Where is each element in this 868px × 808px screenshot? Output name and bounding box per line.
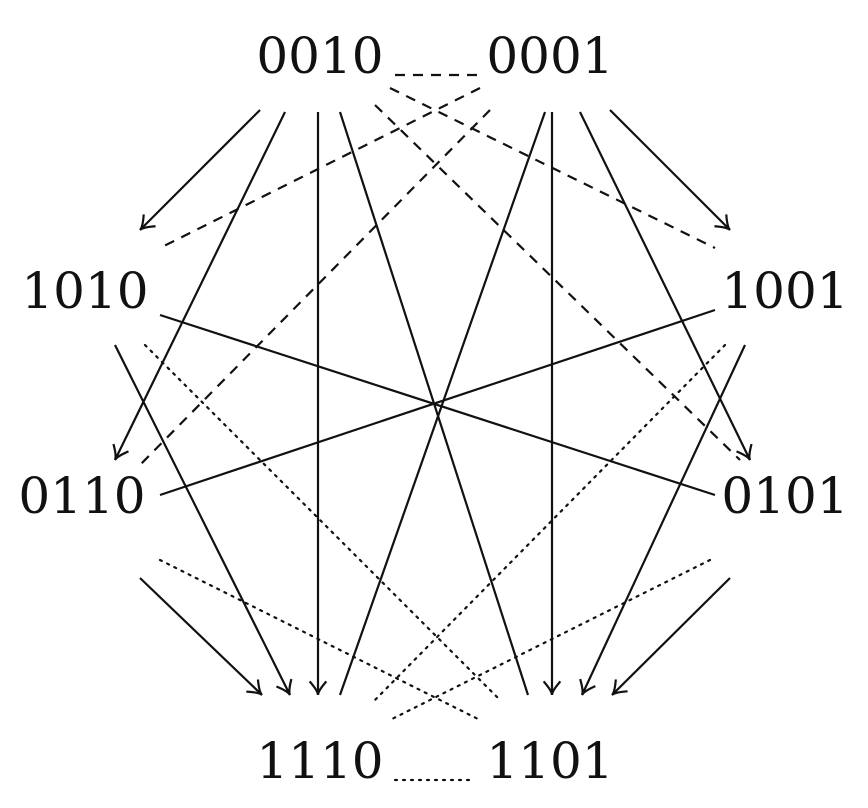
arrowhead-icon [714,214,731,231]
node-0101: 0101 [721,467,848,525]
node-1001: 1001 [721,262,848,320]
arrowhead-icon [308,680,328,696]
edge-1010-1110-solid [114,344,291,696]
edge-0001-1110-solid [338,111,547,696]
edge-0001-1010-dashed [159,87,481,249]
node-1110: 1110 [256,732,383,790]
arrowhead-icon [139,214,156,231]
edge-1010-0101-solid [159,313,716,497]
edges [112,73,753,782]
node-0001: 0001 [486,27,613,85]
node-0010: 0010 [256,27,383,85]
arrowhead-icon [579,678,596,696]
node-0110: 0110 [18,467,145,525]
arrowhead-icon [246,679,263,696]
edge-1010-1101-dotted [143,343,502,702]
edge-0010-1010-solid [139,109,261,231]
edge-0001-1001-solid [609,109,731,231]
arrowhead-icon [611,679,628,696]
arrowhead-icon [112,443,129,461]
arrowhead-icon [542,680,562,696]
arrowhead-icon [736,443,753,461]
edge-1001-1101-solid [581,344,746,696]
nodes: 0010 0001 1010 1001 0110 0101 1110 1101 [18,27,848,790]
edge-0110-1101-dotted [158,558,482,722]
arrowhead-icon [275,678,293,696]
node-1010: 1010 [21,262,148,320]
node-1101: 1101 [486,732,613,790]
edge-1001-0110-solid [159,308,716,497]
edge-1001-1110-dotted [373,343,727,702]
edge-0101-1110-dotted [388,558,712,722]
edge-0110-1110-solid [139,577,263,696]
edge-0101-1101-solid [611,577,731,696]
edge-0010-0101-dashed [374,104,741,461]
edge-0001-0101-solid [579,111,751,461]
edge-0001-0110-dashed [139,109,491,466]
